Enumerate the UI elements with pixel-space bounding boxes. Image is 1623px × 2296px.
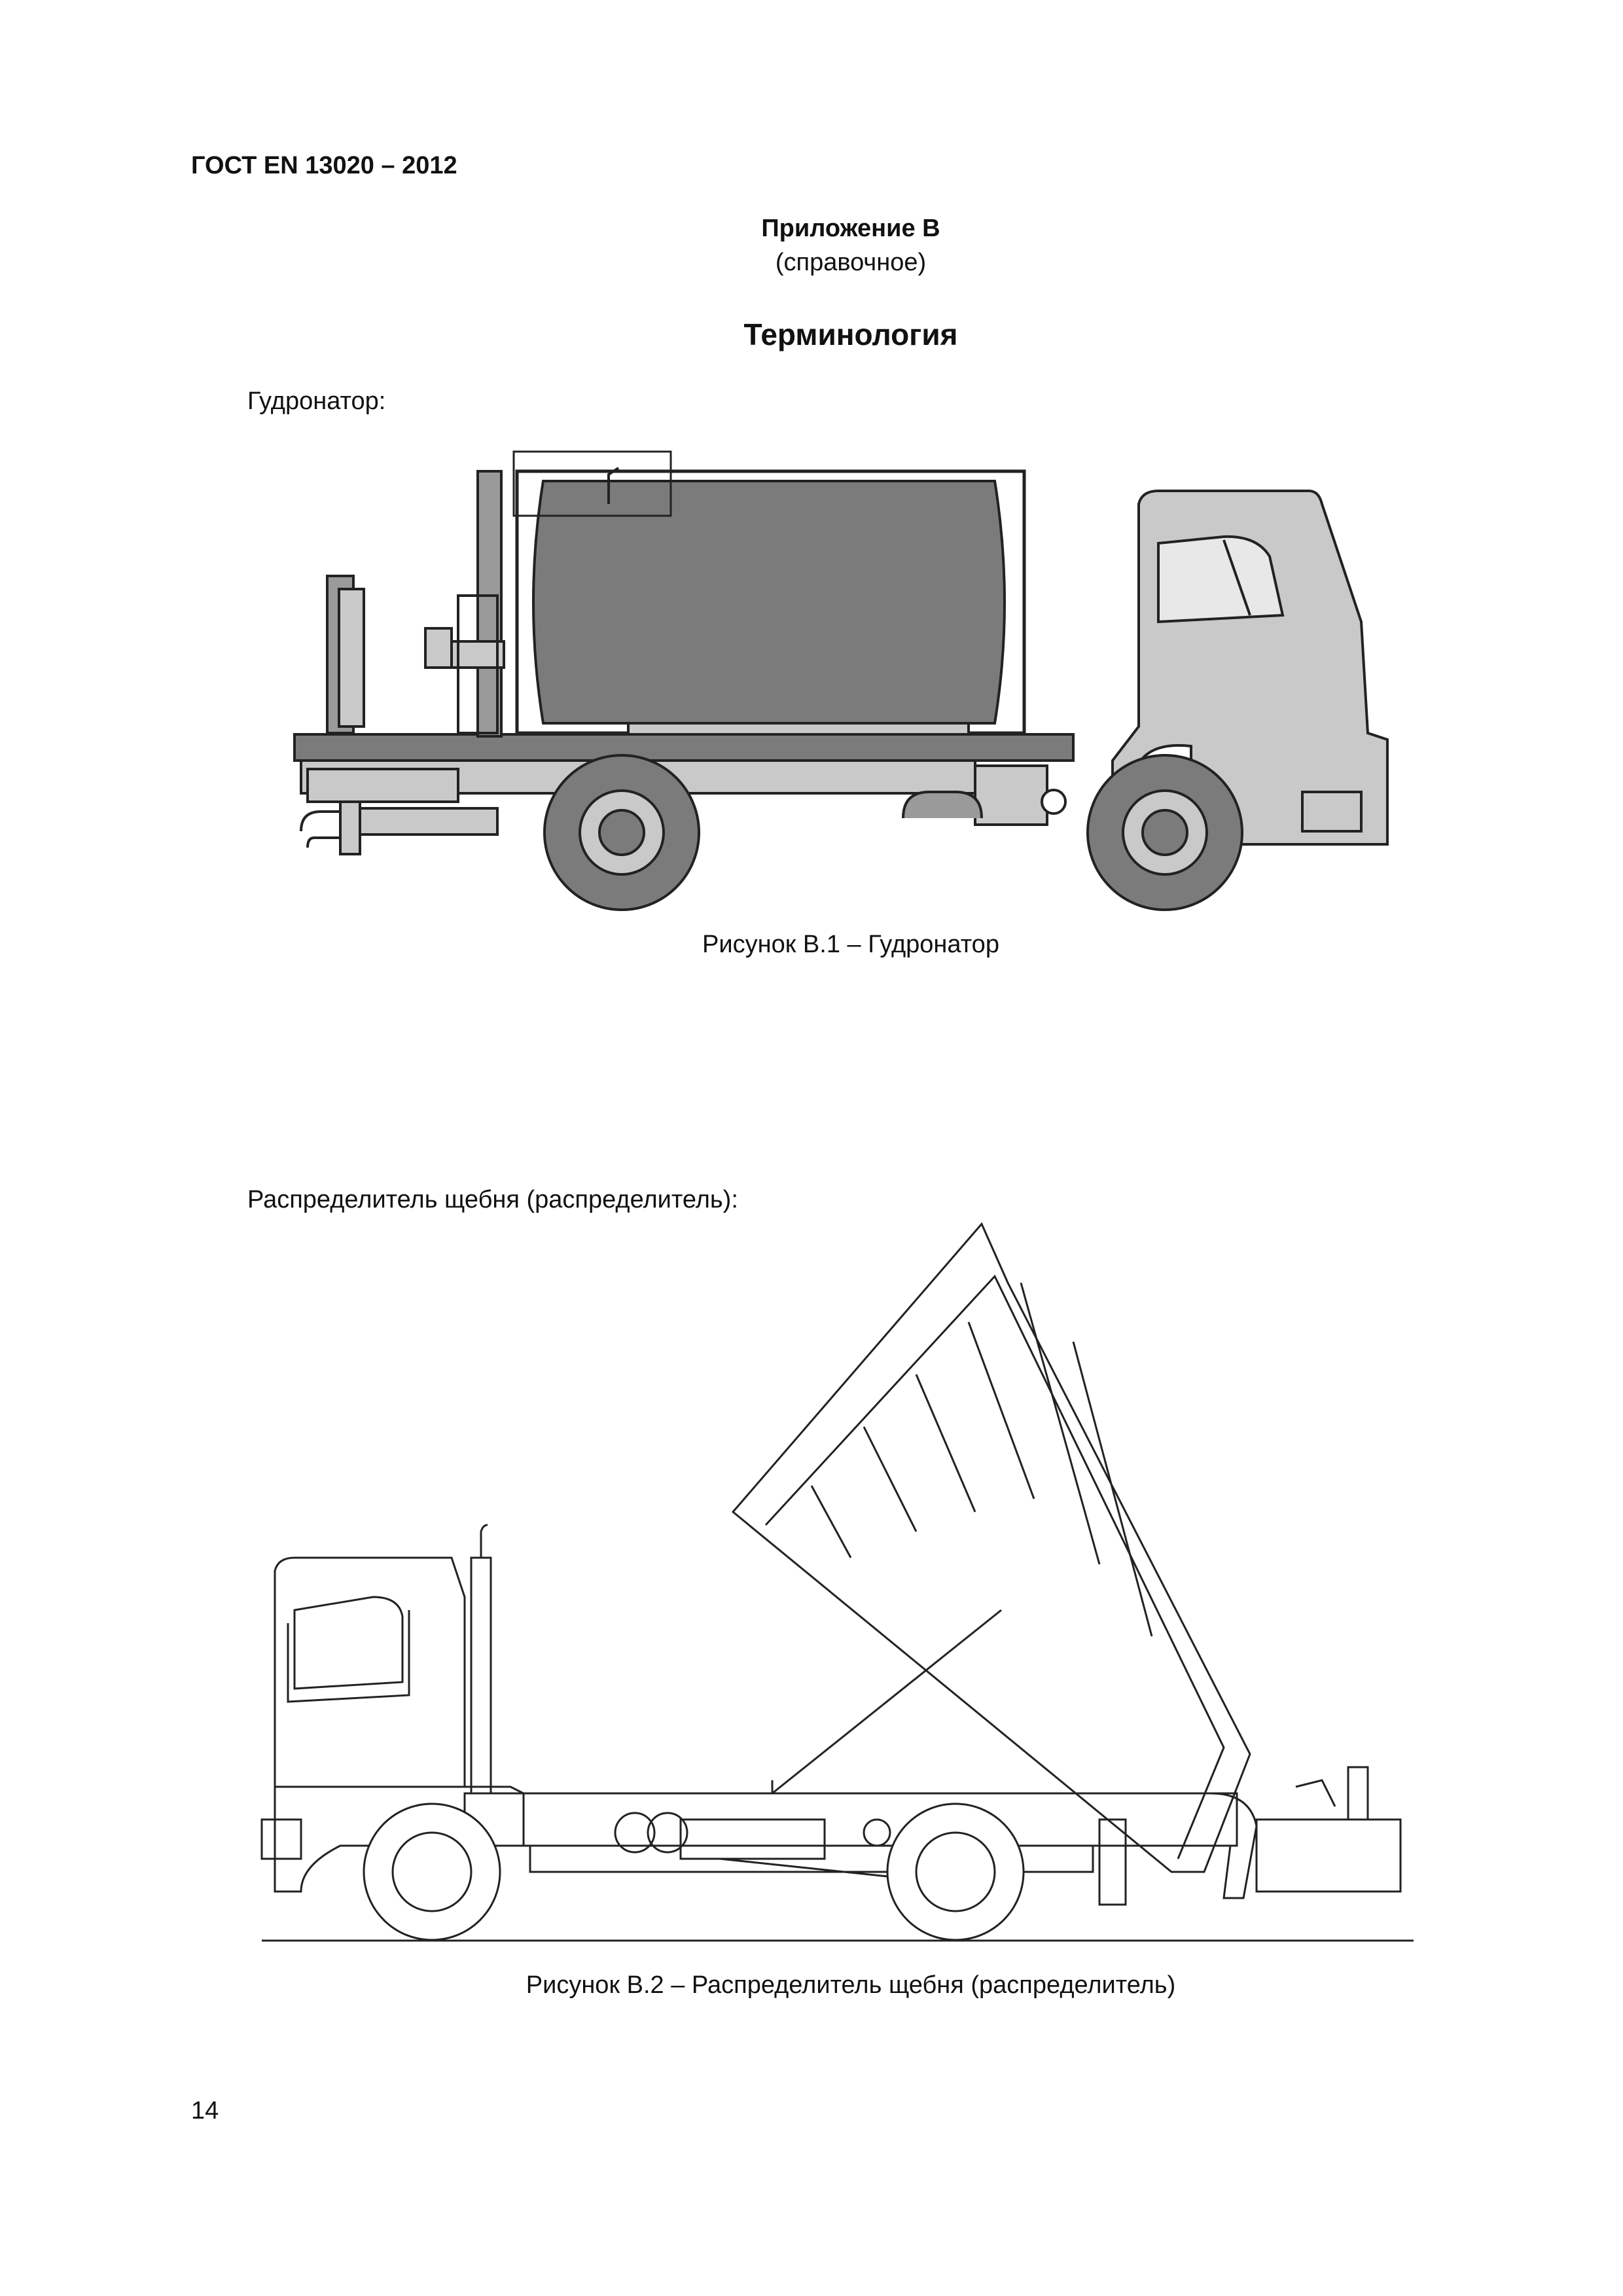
figure-caption-b1: Рисунок В.1 – Гудронатор <box>702 931 999 958</box>
figure-bitumen-sprayer <box>293 450 1389 911</box>
page-number: 14 <box>191 2097 219 2125</box>
term-label-chip-spreader: Распределитель щебня (распределитель): <box>247 1186 738 1213</box>
standard-code: ГОСТ EN 13020 – 2012 <box>191 152 457 179</box>
figure-chip-spreader <box>260 1222 1414 1942</box>
figure-caption-b2: Рисунок В.2 – Распределитель щебня (расп… <box>526 1971 1176 1999</box>
annex-type: (справочное) <box>775 249 927 276</box>
term-label-bitumen-sprayer: Гудронатор: <box>247 387 386 415</box>
section-title: Терминология <box>743 317 958 351</box>
annex-title: Приложение В <box>761 215 940 242</box>
